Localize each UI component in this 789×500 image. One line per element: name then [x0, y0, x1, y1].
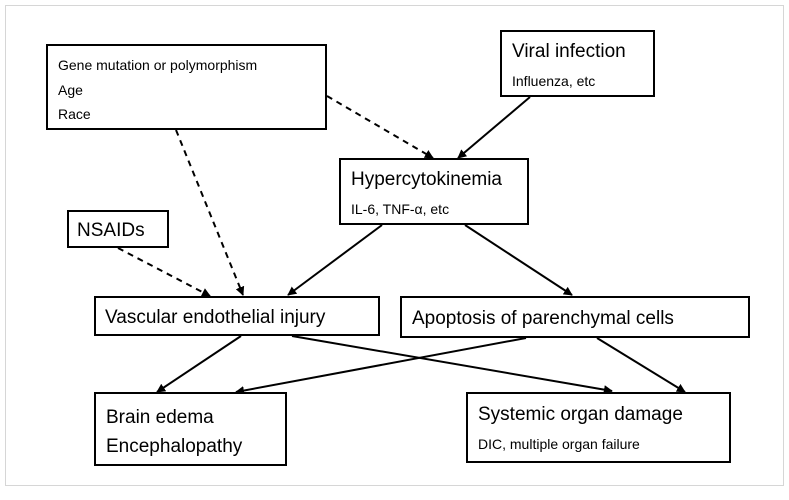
node-nsaids: NSAIDs [67, 210, 169, 248]
genetic-line-1: Gene mutation or polymorphism [58, 57, 258, 73]
edge-apoptosis-to-organ [596, 337, 686, 393]
edge-vascular-to-brain [156, 335, 242, 393]
edge-nsaids-to-vascular [117, 247, 211, 297]
edge-hypercytokinemia-to-vascular [287, 224, 383, 296]
edge-genetic-to-hypercytokinemia [326, 95, 434, 159]
node-viral-infection: Viral infection Influenza, etc [500, 30, 655, 97]
hyper-title: Hypercytokinemia [351, 169, 502, 190]
edge-apoptosis-to-brain [235, 337, 527, 395]
apoptosis-title: Apoptosis of parenchymal cells [412, 308, 674, 329]
nsaids-title: NSAIDs [77, 220, 145, 241]
genetic-line-3: Race [58, 106, 91, 122]
node-hypercytokinemia: Hypercytokinemia IL-6, TNF-α, etc [339, 158, 529, 225]
vascular-title: Vascular endothelial injury [105, 307, 326, 328]
genetic-line-2: Age [58, 82, 83, 98]
hyper-subtitle: IL-6, TNF-α, etc [351, 201, 450, 217]
organ-subtitle: DIC, multiple organ failure [478, 436, 640, 452]
edge-hypercytokinemia-to-apoptosis [464, 224, 573, 296]
viral-subtitle: Influenza, etc [512, 73, 596, 89]
brain-line-1: Brain edema [106, 407, 214, 428]
edge-genetic-to-vascular [175, 129, 245, 296]
node-brain: Brain edema Encephalopathy [94, 392, 287, 466]
edge-viral-to-hypercytokinemia [457, 96, 531, 159]
organ-title: Systemic organ damage [478, 404, 683, 425]
brain-line-2: Encephalopathy [106, 436, 243, 457]
node-systemic-organ-damage: Systemic organ damage DIC, multiple orga… [466, 392, 731, 463]
node-vascular-endothelial-injury: Vascular endothelial injury [94, 296, 380, 336]
node-apoptosis: Apoptosis of parenchymal cells [400, 296, 750, 338]
edge-vascular-to-organ [291, 335, 613, 395]
viral-title: Viral infection [512, 41, 626, 62]
node-genetic-factors: Gene mutation or polymorphism Age Race [46, 44, 327, 130]
